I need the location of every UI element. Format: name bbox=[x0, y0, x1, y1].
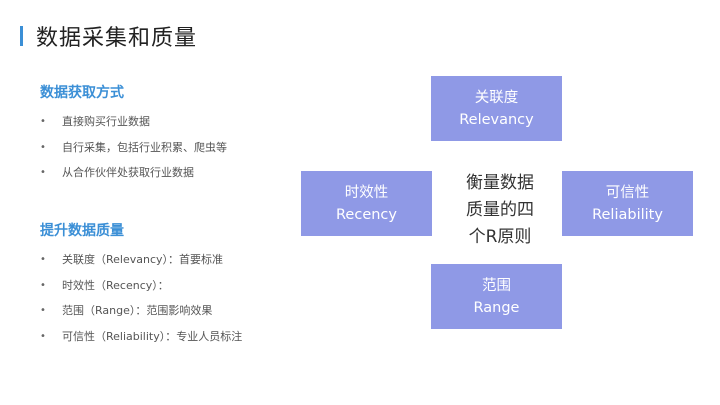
box-recency: 时效性 Recency bbox=[301, 171, 432, 236]
quality-list: 关联度（Relevancy）：首要标准 时效性（Recency）： 范围（Ran… bbox=[40, 253, 242, 355]
list-item: 自行采集，包括行业积累、爬虫等 bbox=[40, 141, 227, 167]
list-item: 直接购买行业数据 bbox=[40, 115, 227, 141]
center-line: 质量的四 bbox=[466, 200, 534, 220]
title-accent-bar bbox=[20, 26, 23, 46]
box-range-cn: 范围 bbox=[482, 277, 511, 294]
box-recency-cn: 时效性 bbox=[344, 184, 389, 201]
center-line: 衡量数据 bbox=[466, 173, 534, 193]
section-heading-acquisition: 数据获取方式 bbox=[40, 85, 124, 101]
box-range: 范围 Range bbox=[431, 264, 562, 329]
list-item: 从合作伙伴处获取行业数据 bbox=[40, 166, 227, 192]
box-relevancy-cn: 关联度 bbox=[474, 89, 519, 106]
list-item: 关联度（Relevancy）：首要标准 bbox=[40, 253, 242, 279]
list-item: 范围（Range）：范围影响效果 bbox=[40, 304, 242, 330]
box-reliability-en: Reliability bbox=[592, 206, 663, 223]
list-item: 时效性（Recency）： bbox=[40, 279, 242, 305]
box-recency-en: Recency bbox=[336, 206, 397, 223]
box-range-en: Range bbox=[473, 299, 520, 316]
box-reliability: 可信性 Reliability bbox=[562, 171, 693, 236]
diagram-center-text: 衡量数据 质量的四 个R原则 bbox=[455, 170, 545, 251]
section-heading-quality: 提升数据质量 bbox=[40, 223, 124, 239]
box-reliability-cn: 可信性 bbox=[605, 184, 650, 201]
list-item: 可信性（Reliability）：专业人员标注 bbox=[40, 330, 242, 356]
box-relevancy-en: Relevancy bbox=[459, 111, 534, 128]
page-title: 数据采集和质量 bbox=[36, 26, 198, 51]
center-line: 个R原则 bbox=[468, 227, 532, 247]
box-relevancy: 关联度 Relevancy bbox=[431, 76, 562, 141]
acquisition-list: 直接购买行业数据 自行采集，包括行业积累、爬虫等 从合作伙伴处获取行业数据 bbox=[40, 115, 227, 192]
